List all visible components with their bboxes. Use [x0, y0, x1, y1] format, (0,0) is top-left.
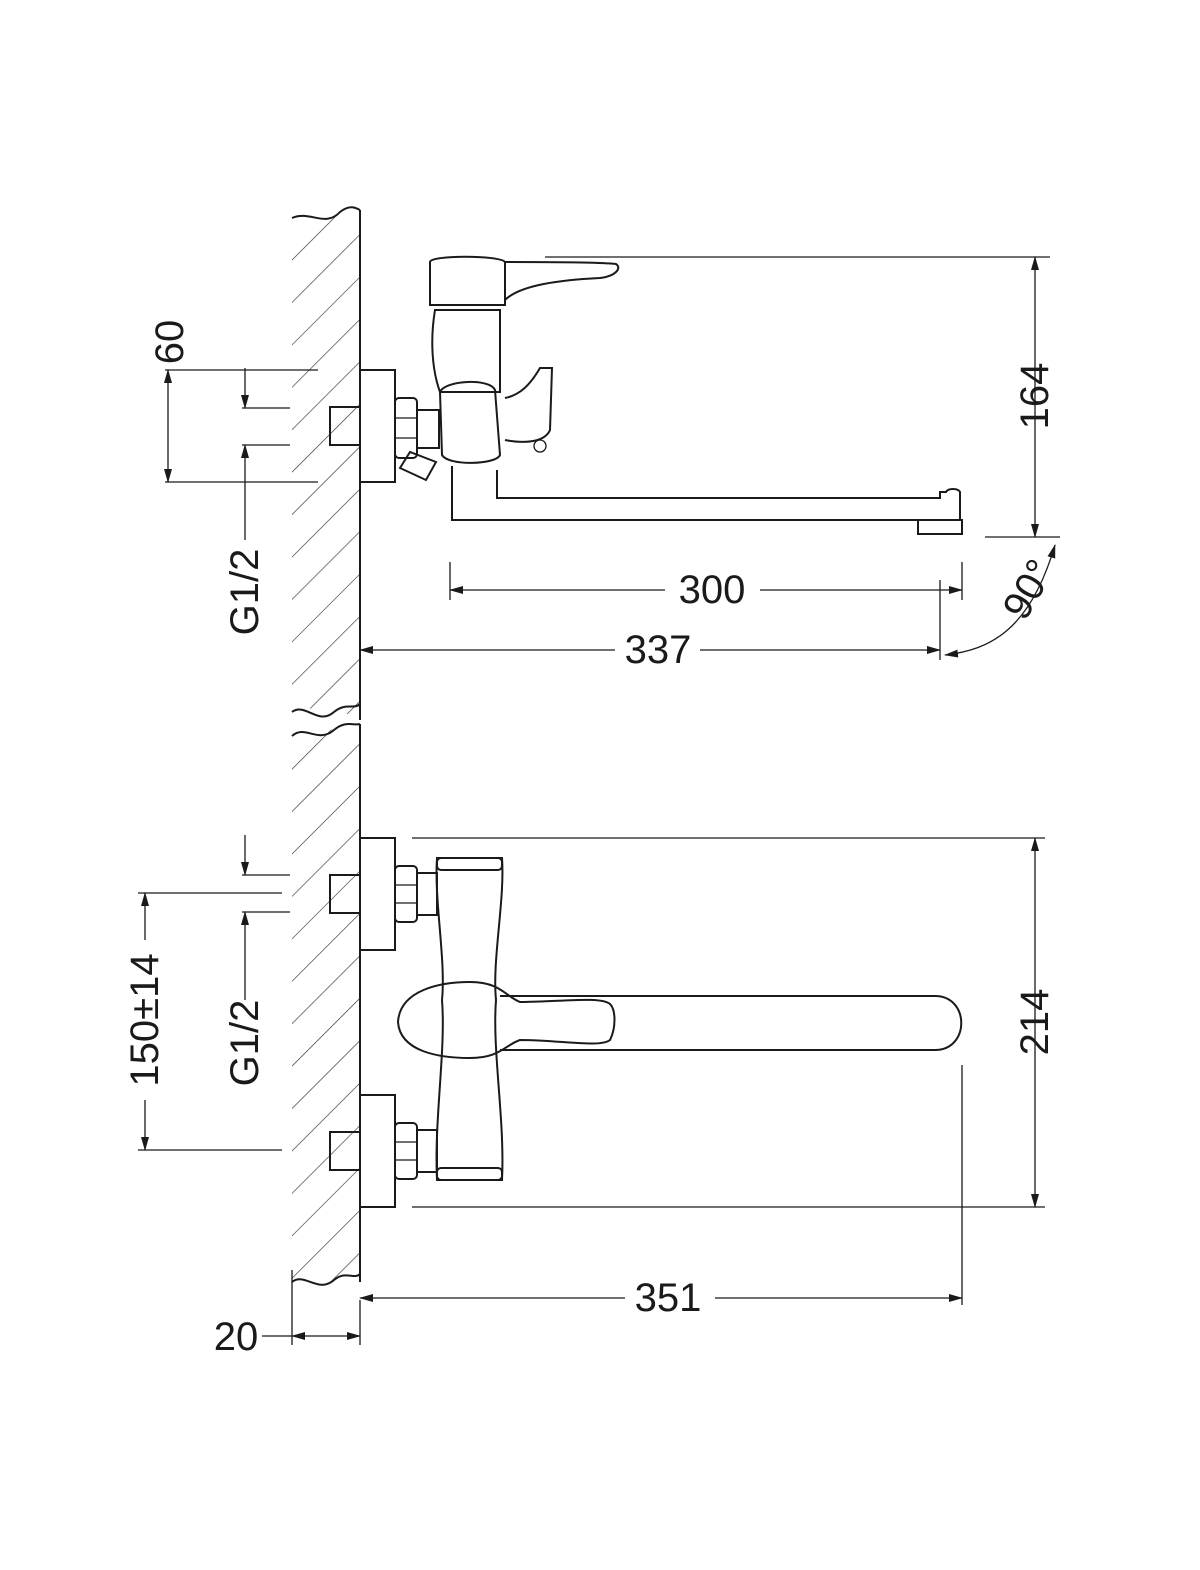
- dim-214: 214: [1013, 989, 1057, 1056]
- dim-150-14: 150±14: [123, 953, 167, 1086]
- faucet-side-view: [329, 255, 963, 535]
- faucet-front-view: [329, 837, 963, 1208]
- dim-337: 337: [625, 628, 692, 672]
- wall-top: [291, 206, 361, 720]
- dim-g12-bottom: G1/2: [223, 1000, 267, 1087]
- dims-top: [164, 256, 1060, 660]
- dims-front: [138, 835, 1045, 1345]
- dim-164: 164: [1013, 363, 1057, 430]
- dim-300: 300: [679, 568, 746, 612]
- dim-60: 60: [148, 320, 192, 365]
- dim-351: 351: [635, 1276, 702, 1320]
- dim-g12-top: G1/2: [223, 549, 267, 636]
- wall-bottom: [291, 722, 361, 1286]
- dim-90-angle: 90°: [995, 552, 1063, 626]
- dim-20: 20: [214, 1315, 259, 1359]
